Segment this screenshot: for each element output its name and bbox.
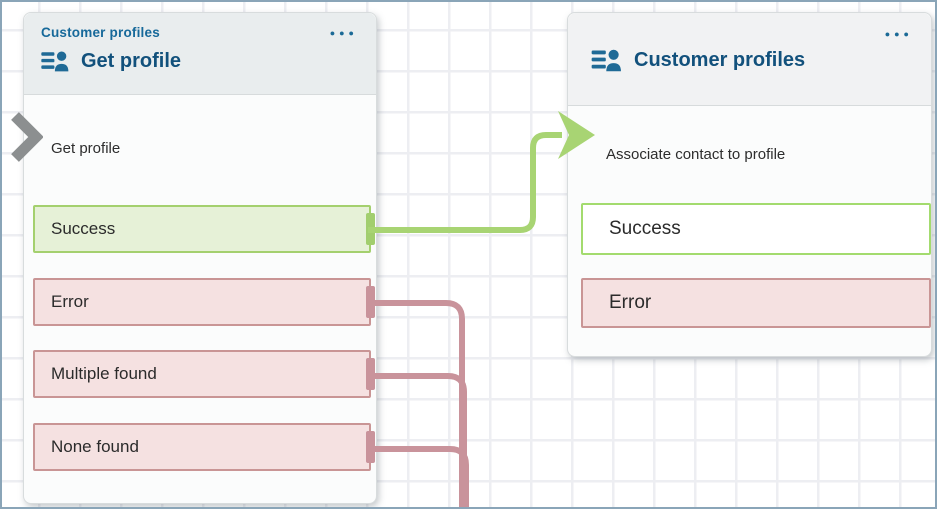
output-label: Error	[51, 292, 89, 311]
output-row-success[interactable]: Success	[33, 205, 375, 253]
block-title: Get profile	[81, 49, 182, 72]
output-port-none-found[interactable]	[366, 431, 375, 463]
block-category-label: Customer profiles	[41, 25, 160, 40]
output-row-multiple-found[interactable]: Multiple found	[33, 350, 375, 398]
block-title: Customer profiles	[634, 48, 806, 71]
more-options-icon[interactable]: ●●●	[884, 29, 913, 39]
output-row-none-found[interactable]: None found	[33, 423, 375, 471]
output-label: None found	[51, 437, 139, 456]
output-row-error[interactable]: Error	[33, 278, 375, 326]
flow-block-customer-profiles[interactable]: ●●● Customer profiles Associate contact …	[567, 12, 932, 357]
output-port-success[interactable]	[366, 213, 375, 245]
block-header: Customer profiles ●●● Get profile	[24, 13, 376, 95]
output-row-success[interactable]: Success	[581, 203, 931, 255]
input-port-arrow[interactable]	[9, 109, 43, 165]
customer-profiles-icon	[41, 51, 69, 72]
output-label: Success	[609, 218, 681, 239]
output-label: Multiple found	[51, 364, 157, 383]
customer-profiles-icon	[591, 49, 621, 72]
output-port-error[interactable]	[366, 286, 375, 318]
block-header: ●●● Customer profiles	[568, 13, 931, 106]
output-label: Error	[609, 292, 652, 313]
output-label: Success	[51, 219, 116, 238]
flow-block-get-profile[interactable]: Customer profiles ●●● Get profile	[11, 12, 377, 504]
action-label: Get profile	[51, 140, 121, 157]
more-options-icon[interactable]: ●●●	[329, 27, 358, 38]
output-row-error[interactable]: Error	[581, 278, 931, 328]
action-label: Associate contact to profile	[606, 146, 786, 163]
output-port-multiple-found[interactable]	[366, 358, 375, 390]
